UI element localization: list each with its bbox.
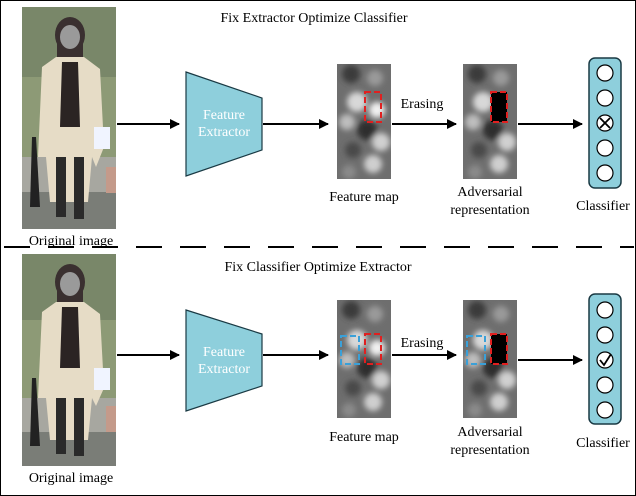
- classifier-node-icon: [596, 401, 614, 419]
- classifier-label: Classifier: [576, 436, 630, 451]
- feature-map: [337, 64, 391, 179]
- adversarial-map: [463, 300, 517, 418]
- original-image-label: Original image: [29, 234, 113, 249]
- classifier-block: [588, 293, 622, 425]
- classifier-node-icon: [596, 301, 614, 319]
- cross-circle-icon: [596, 114, 614, 132]
- classifier-node-icon: [596, 326, 614, 344]
- panel-title: Fix Extractor Optimize Classifier: [220, 11, 407, 26]
- extractor-label-line1: Feature: [203, 345, 245, 360]
- red-attention-box: [364, 91, 382, 123]
- classifier-label: Classifier: [576, 199, 630, 214]
- feature-extractor-block: [185, 71, 263, 177]
- classifier-node-icon: [596, 139, 614, 157]
- extractor-label-line1: Feature: [203, 108, 245, 123]
- classifier-node-icon: [596, 64, 614, 82]
- feature-extractor-block: [185, 309, 263, 412]
- feature-map-label: Feature map: [329, 190, 399, 205]
- feature-map: [337, 300, 391, 418]
- classifier-node-icon: [596, 376, 614, 394]
- original-image-label: Original image: [29, 471, 113, 486]
- blue-attention-box: [466, 335, 486, 365]
- red-erased-box: [490, 333, 508, 365]
- panel-top: Fix Extractor Optimize Classifier: [22, 7, 630, 249]
- adversarial-label-line2: representation: [450, 203, 529, 218]
- extractor-label-line2: Extractor: [198, 125, 250, 140]
- panel-bottom: Fix Classifier Optimize Extractor Origin…: [22, 254, 630, 486]
- adversarial-map: [463, 64, 517, 179]
- classifier-node-icon: [596, 89, 614, 107]
- adversarial-label-line2: representation: [450, 443, 529, 458]
- check-circle-icon: [596, 351, 614, 369]
- classifier-node-icon: [596, 164, 614, 182]
- original-image: [22, 254, 116, 466]
- red-attention-box: [364, 333, 382, 365]
- classifier-block: [588, 57, 622, 189]
- feature-map-label: Feature map: [329, 430, 399, 445]
- erasing-label: Erasing: [401, 97, 444, 112]
- extractor-label-line2: Extractor: [198, 362, 250, 377]
- panel-title: Fix Classifier Optimize Extractor: [224, 260, 411, 275]
- original-image: [22, 7, 116, 229]
- blue-attention-box: [340, 335, 360, 365]
- erasing-label: Erasing: [401, 336, 444, 351]
- adversarial-label-line1: Adversarial: [457, 185, 522, 200]
- red-erased-box: [490, 91, 508, 123]
- adversarial-label-line1: Adversarial: [457, 425, 522, 440]
